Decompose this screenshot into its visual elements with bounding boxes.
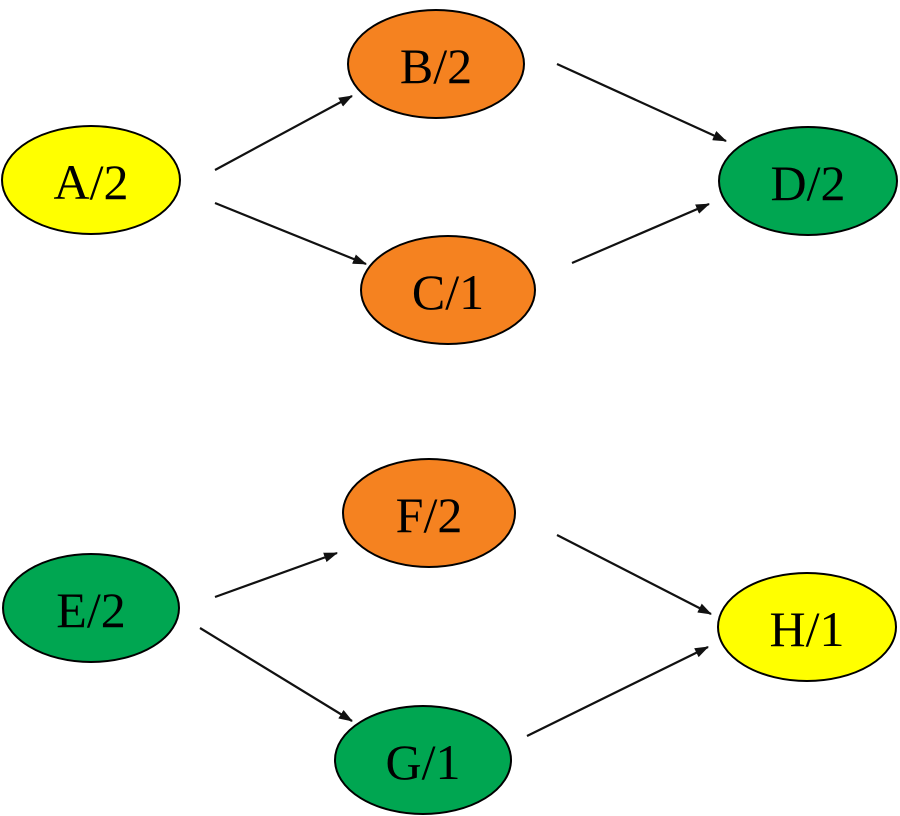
- node-f-shape: [342, 458, 516, 568]
- edge-g-h: [526, 646, 709, 737]
- edge-a-b: [214, 95, 353, 171]
- node-f-label: F/2: [396, 487, 463, 543]
- node-g-shape: [334, 705, 512, 815]
- node-c-label: C/1: [412, 264, 484, 320]
- node-c: C/1: [360, 235, 536, 345]
- node-g-label: G/1: [386, 734, 461, 790]
- nodes: A/2 B/2 C/1 D/2 E/2 F/2 G/1 H/1: [1, 9, 898, 815]
- edge-b-d: [556, 62, 727, 143]
- node-a: A/2: [1, 125, 181, 235]
- node-a-label: A/2: [54, 154, 129, 210]
- node-b: B/2: [347, 9, 525, 119]
- edges: [199, 62, 727, 737]
- node-a-shape: [1, 125, 181, 235]
- node-b-label: B/2: [400, 38, 472, 94]
- node-e-label: E/2: [56, 582, 125, 638]
- edge-e-f: [214, 551, 338, 599]
- edge-a-c: [214, 201, 367, 266]
- node-h-label: H/1: [770, 601, 845, 657]
- node-c-shape: [360, 235, 536, 345]
- node-h: H/1: [717, 572, 897, 682]
- edge-e-g: [199, 627, 353, 722]
- node-g: G/1: [334, 705, 512, 815]
- node-d-shape: [718, 126, 898, 236]
- node-e: E/2: [2, 553, 180, 663]
- edge-f-h: [556, 534, 712, 615]
- node-h-shape: [717, 572, 897, 682]
- node-e-shape: [2, 553, 180, 663]
- node-b-shape: [347, 9, 525, 119]
- node-d-label: D/2: [771, 155, 846, 211]
- node-d: D/2: [718, 126, 898, 236]
- edge-c-d: [571, 202, 710, 265]
- node-f: F/2: [342, 458, 516, 568]
